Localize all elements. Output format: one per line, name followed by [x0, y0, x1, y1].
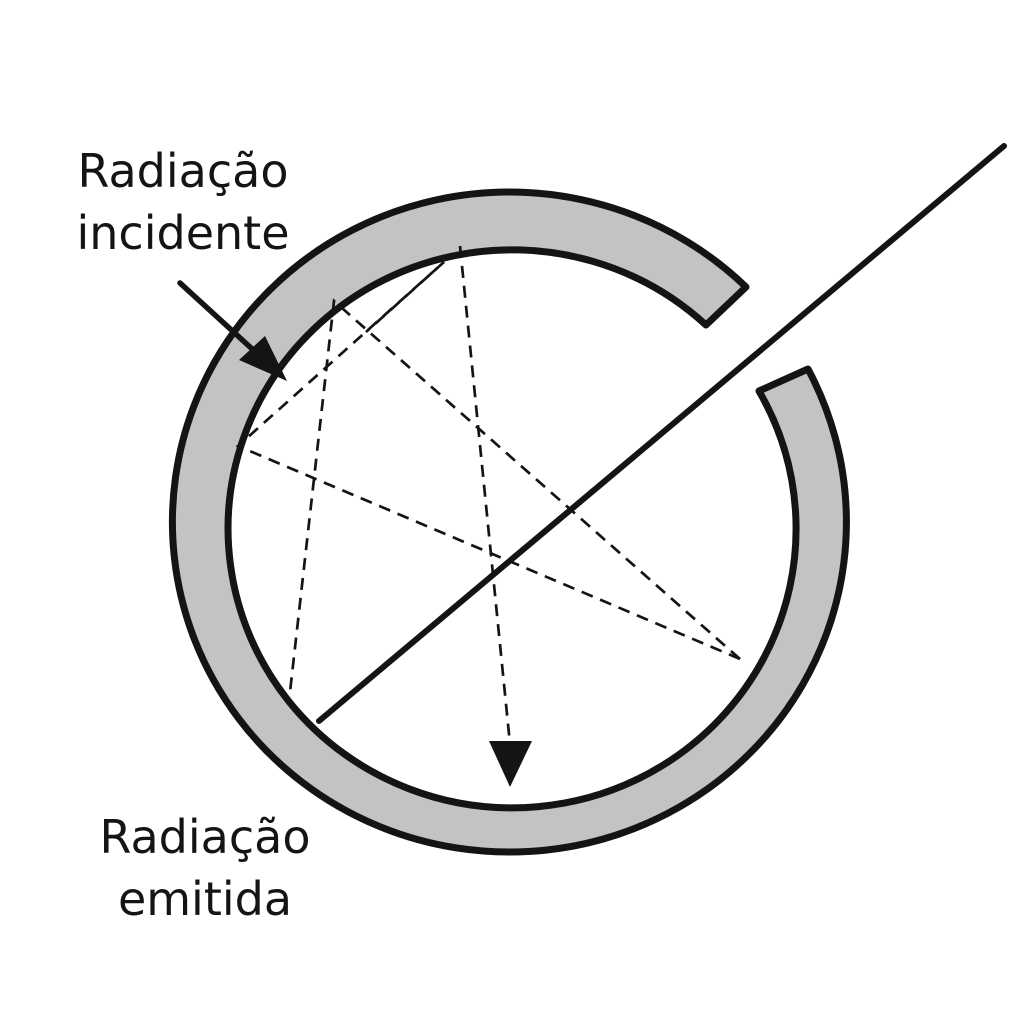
incident-radiation-label: Radiação incidente: [58, 140, 308, 264]
emission-path-dashed: [458, 245, 512, 745]
cavity-opening-ray: [316, 143, 1007, 724]
reflection-path-dashed-upper-left: [365, 260, 445, 334]
reflection-path-dashed: [235, 260, 741, 661]
emitted-radiation-label-line2: emitida: [117, 872, 293, 926]
emitted-radiation-label-line1: Radiação: [99, 810, 311, 864]
incident-radiation-label-line2: incidente: [76, 206, 290, 260]
reflection-paths: [235, 245, 741, 745]
emitted-radiation-label: Radiação emitida: [96, 806, 314, 930]
arrow-icon-head: [239, 336, 287, 381]
reflection-path-dashed-main: [288, 298, 741, 693]
incident-radiation-label-line1: Radiação: [77, 144, 289, 198]
cavity-shell: [168, 188, 850, 856]
arrowhead-icon: [489, 741, 532, 787]
